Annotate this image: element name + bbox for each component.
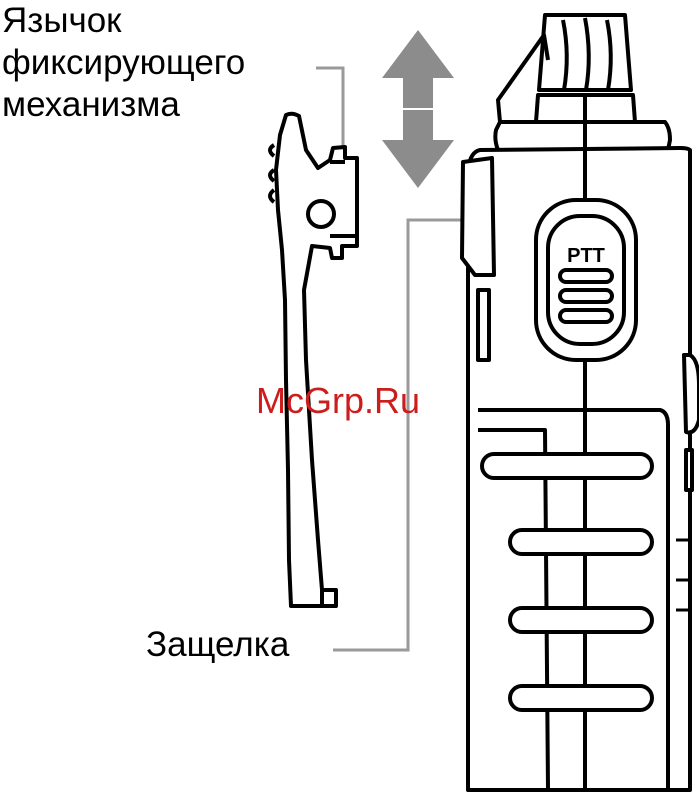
- latch-label: Защелка: [146, 624, 289, 666]
- locking-tab-label-line1: Язычок: [2, 0, 245, 42]
- latch-leader-line: [333, 220, 470, 650]
- radio-body: [462, 15, 699, 790]
- locking-tab-label: Язычок фиксирующего механизма: [2, 0, 245, 126]
- tab-leader-line: [316, 68, 343, 150]
- up-down-arrow-icon: [382, 30, 454, 188]
- belt-clip: [270, 114, 357, 606]
- locking-tab-label-line3: механизма: [2, 84, 245, 126]
- locking-tab-label-line2: фиксирующего: [2, 42, 245, 84]
- watermark: McGrp.Ru: [256, 380, 420, 422]
- ptt-label: PTT: [567, 245, 605, 267]
